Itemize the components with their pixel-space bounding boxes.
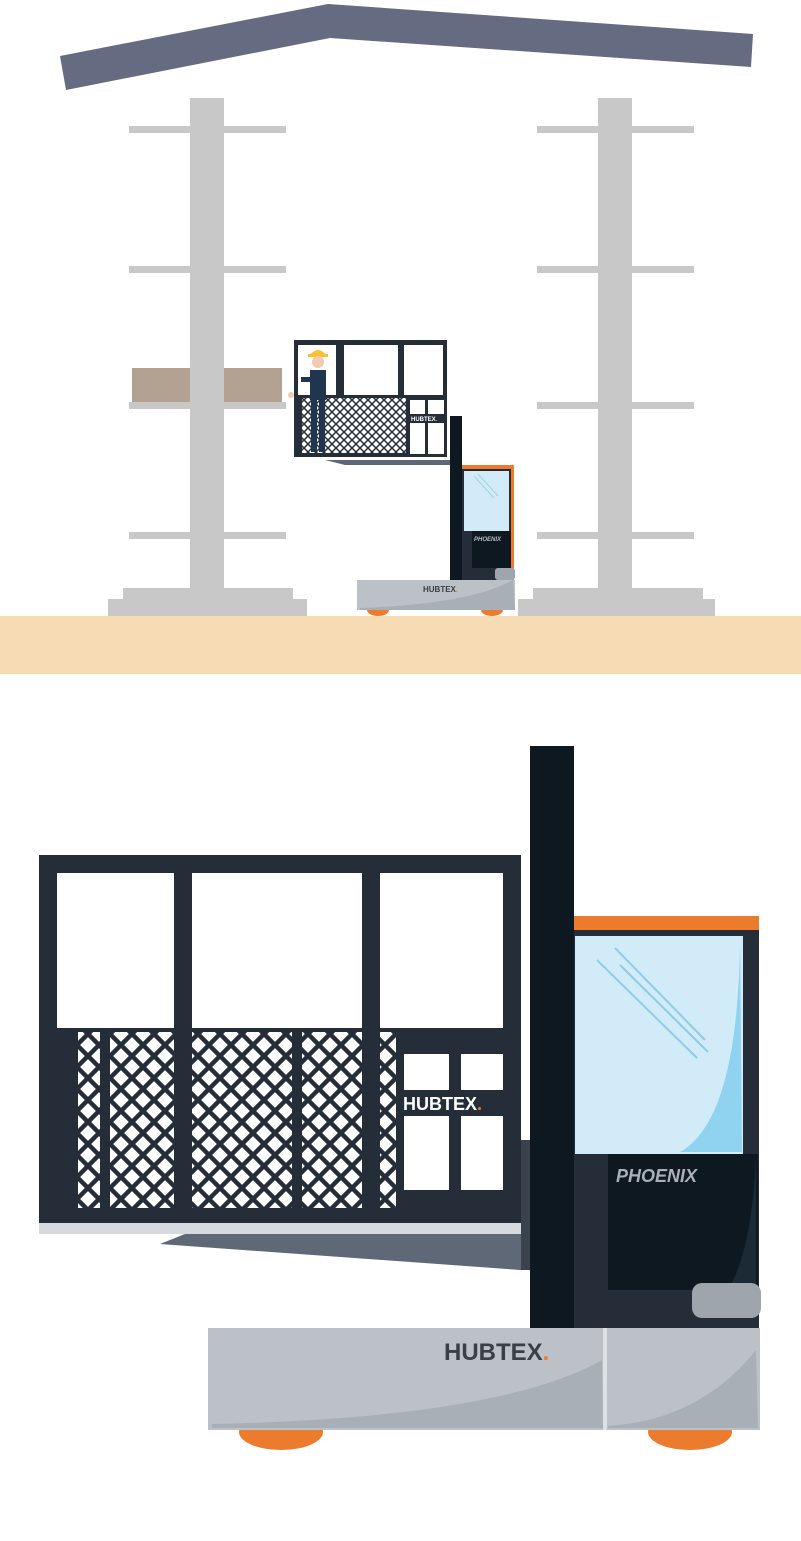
face (312, 356, 324, 368)
platform-door: HUBTEX. (403, 1054, 503, 1190)
worker-icon (288, 350, 328, 452)
chassis-divider (603, 1328, 607, 1430)
leg (319, 400, 325, 452)
platform-mesh (302, 398, 406, 453)
chassis-shade (212, 1360, 603, 1428)
helmet (310, 350, 326, 355)
glass-glare (614, 947, 706, 1041)
platform-shadow (325, 460, 450, 465)
chassis-shade (360, 580, 515, 610)
mesh-post (292, 1028, 302, 1210)
platform-mesh (78, 1032, 396, 1208)
glass-glare (477, 473, 499, 497)
cab-panel (608, 1154, 758, 1290)
platform-window (380, 873, 503, 1028)
rack-right (518, 98, 715, 616)
rack-base (518, 599, 715, 616)
floor (0, 616, 801, 674)
rack-base (108, 599, 307, 616)
cab-step (573, 1290, 608, 1328)
rack-column (598, 98, 632, 590)
chassis-brand: HUBTEX. (423, 585, 458, 594)
warehouse-scene: HUBTEX. PHOENIX HUBTEX. (0, 4, 801, 674)
platform-window (192, 873, 362, 1028)
small-vehicle: HUBTEX. PHOENIX HUBTEX. (288, 340, 515, 616)
glass-glare (596, 959, 698, 1059)
mesh-post (100, 1028, 110, 1210)
arm (301, 377, 311, 382)
door-bar (410, 414, 444, 423)
cab-orange-side (510, 469, 514, 580)
door-pane (404, 1054, 449, 1090)
mesh-post (174, 855, 192, 1210)
vehicle-detail: HUBTEX. PHOENIX (39, 746, 761, 1450)
cab-glass (464, 471, 509, 531)
door-brand: HUBTEX. (411, 417, 438, 423)
door-bar (425, 400, 428, 454)
cab-bumper (692, 1283, 761, 1318)
rack-column (190, 98, 224, 590)
glass-glare (473, 475, 495, 499)
mesh-post (362, 855, 380, 1210)
hand (288, 392, 294, 398)
glass-reflection (680, 940, 742, 1152)
mast (450, 416, 462, 580)
chassis-shade (608, 1350, 758, 1428)
platform-shadow (160, 1234, 521, 1270)
cab-panel-curve (728, 1156, 756, 1290)
cab-panel (472, 531, 511, 568)
cab-orange-top (573, 916, 759, 930)
leg (311, 400, 317, 452)
platform-base (39, 1222, 521, 1234)
glass-glare (619, 964, 709, 1053)
platform-window (404, 345, 443, 395)
door-brand: HUBTEX. (403, 1094, 482, 1114)
chassis-brand: HUBTEX. (444, 1339, 549, 1366)
cab-model: PHOENIX (474, 537, 502, 543)
helmet-brim (308, 354, 328, 357)
rack-left (108, 98, 307, 616)
cab-model: PHOENIX (616, 1166, 698, 1186)
rack-base (123, 588, 293, 600)
door-pane (461, 1116, 503, 1190)
rack-base (533, 588, 703, 600)
cab-orange (461, 465, 514, 469)
cab-bumper (495, 568, 515, 580)
platform-window (57, 873, 174, 1028)
door-pane (404, 1116, 449, 1190)
door-pane (461, 1054, 503, 1090)
roof (60, 4, 753, 90)
mast-shadow (521, 1140, 530, 1270)
platform-window (344, 345, 398, 395)
mast (530, 746, 574, 1328)
torso (310, 370, 326, 400)
